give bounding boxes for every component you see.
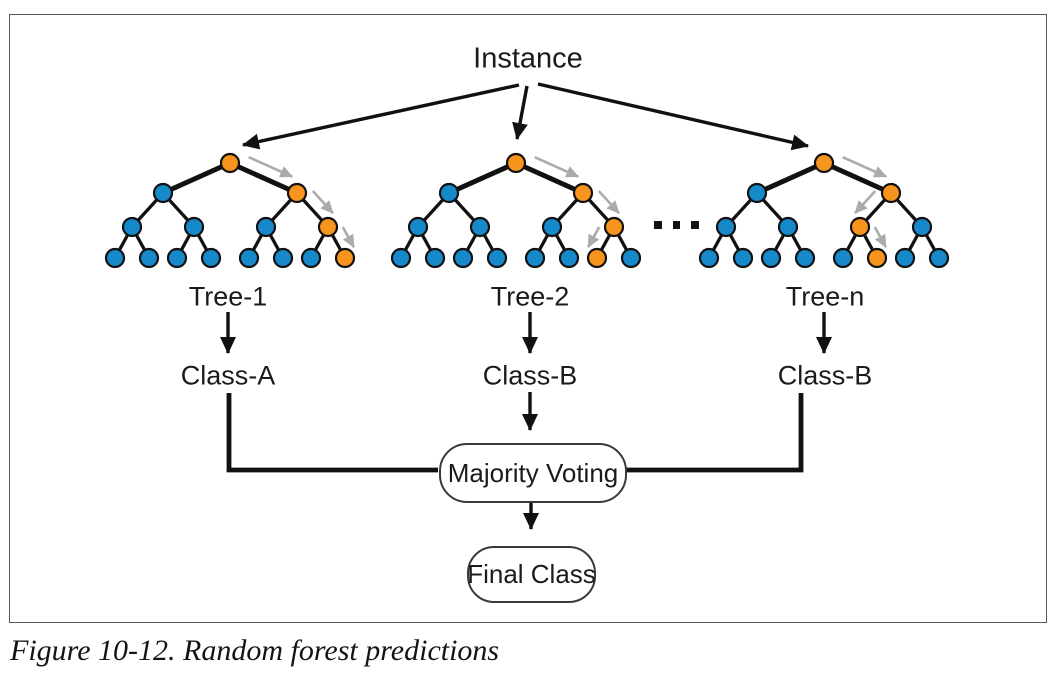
- ellipsis-dot: [691, 221, 699, 229]
- majority-voting-node: Majority Voting: [439, 443, 627, 503]
- tree-node: [300, 247, 322, 269]
- flow-arrow: [512, 85, 529, 140]
- tree-node: [272, 247, 294, 269]
- tree-node: [760, 247, 782, 269]
- horizontal-ellipsis-icon: [654, 221, 699, 229]
- tree-node: [486, 247, 508, 269]
- tree-node: [777, 216, 799, 238]
- decision-path-node: [317, 216, 339, 238]
- tree-node: [746, 182, 768, 204]
- tree-node: [438, 182, 460, 204]
- tree-node: [238, 247, 260, 269]
- tree-node: [138, 247, 160, 269]
- tree-2-label: Tree-2: [490, 281, 570, 312]
- tree-node: [424, 247, 446, 269]
- tree-edge: [754, 160, 827, 196]
- figure-caption: Figure 10-12. Random forest predictions: [10, 634, 500, 667]
- instance-label: Instance: [473, 42, 583, 75]
- decision-path-node: [849, 216, 871, 238]
- tree-node: [794, 247, 816, 269]
- tree-node: [732, 247, 754, 269]
- tree-node: [152, 182, 174, 204]
- tree-edge: [513, 160, 586, 196]
- decision-trace-arrow: [873, 226, 887, 248]
- decision-trace-arrow: [597, 190, 620, 215]
- tree-1-prediction-label: Class-A: [180, 360, 276, 391]
- tree-node: [166, 247, 188, 269]
- tree-node: [524, 247, 546, 269]
- decision-path-node: [286, 182, 308, 204]
- tree-node: [558, 247, 580, 269]
- decision-trace-arrow: [311, 190, 334, 215]
- final-class-label: Final Class: [467, 559, 596, 589]
- decision-trace-arrow: [341, 226, 355, 248]
- tree-edge: [160, 160, 233, 196]
- decision-path-node: [572, 182, 594, 204]
- decision-path-node: [603, 216, 625, 238]
- decision-path-node: [505, 152, 527, 174]
- decision-trace-arrow: [534, 155, 580, 178]
- tree-edge: [446, 160, 519, 196]
- tree-node: [255, 216, 277, 238]
- tree-node: [183, 216, 205, 238]
- tree-edge: [821, 160, 894, 196]
- tree-node: [541, 216, 563, 238]
- tree-1-label: Tree-1: [188, 281, 268, 312]
- tree-node: [715, 216, 737, 238]
- tree-node: [832, 247, 854, 269]
- decision-trace-arrow: [842, 155, 888, 178]
- tree-2-prediction-label: Class-B: [482, 360, 578, 391]
- final-class-node: Final Class: [467, 546, 596, 603]
- tree-node: [894, 247, 916, 269]
- tree-edge: [227, 160, 300, 196]
- decision-path-node: [334, 247, 356, 269]
- ellipsis-dot: [672, 221, 680, 229]
- tree-node: [911, 216, 933, 238]
- elbow-connector-right: [624, 393, 804, 473]
- tree-n-label: Tree-n: [785, 281, 865, 312]
- flow-arrow: [242, 83, 520, 150]
- tree-node: [698, 247, 720, 269]
- tree-node: [104, 247, 126, 269]
- tree-node: [620, 247, 642, 269]
- decision-trace-arrow: [587, 226, 601, 248]
- flow-arrow: [537, 82, 809, 151]
- decision-trace-arrow: [248, 155, 294, 178]
- decision-trace-arrow: [854, 190, 877, 215]
- tree-n-prediction-label: Class-B: [777, 360, 873, 391]
- tree-node: [200, 247, 222, 269]
- tree-node: [469, 216, 491, 238]
- tree-node: [121, 216, 143, 238]
- majority-voting-label: Majority Voting: [447, 457, 619, 488]
- decision-path-node: [586, 247, 608, 269]
- decision-path-node: [813, 152, 835, 174]
- tree-node: [452, 247, 474, 269]
- ellipsis-dot: [654, 221, 662, 229]
- tree-node: [928, 247, 950, 269]
- decision-path-node: [219, 152, 241, 174]
- decision-path-node: [880, 182, 902, 204]
- tree-node: [390, 247, 412, 269]
- decision-path-node: [866, 247, 888, 269]
- tree-node: [407, 216, 429, 238]
- elbow-connector-left: [226, 393, 438, 473]
